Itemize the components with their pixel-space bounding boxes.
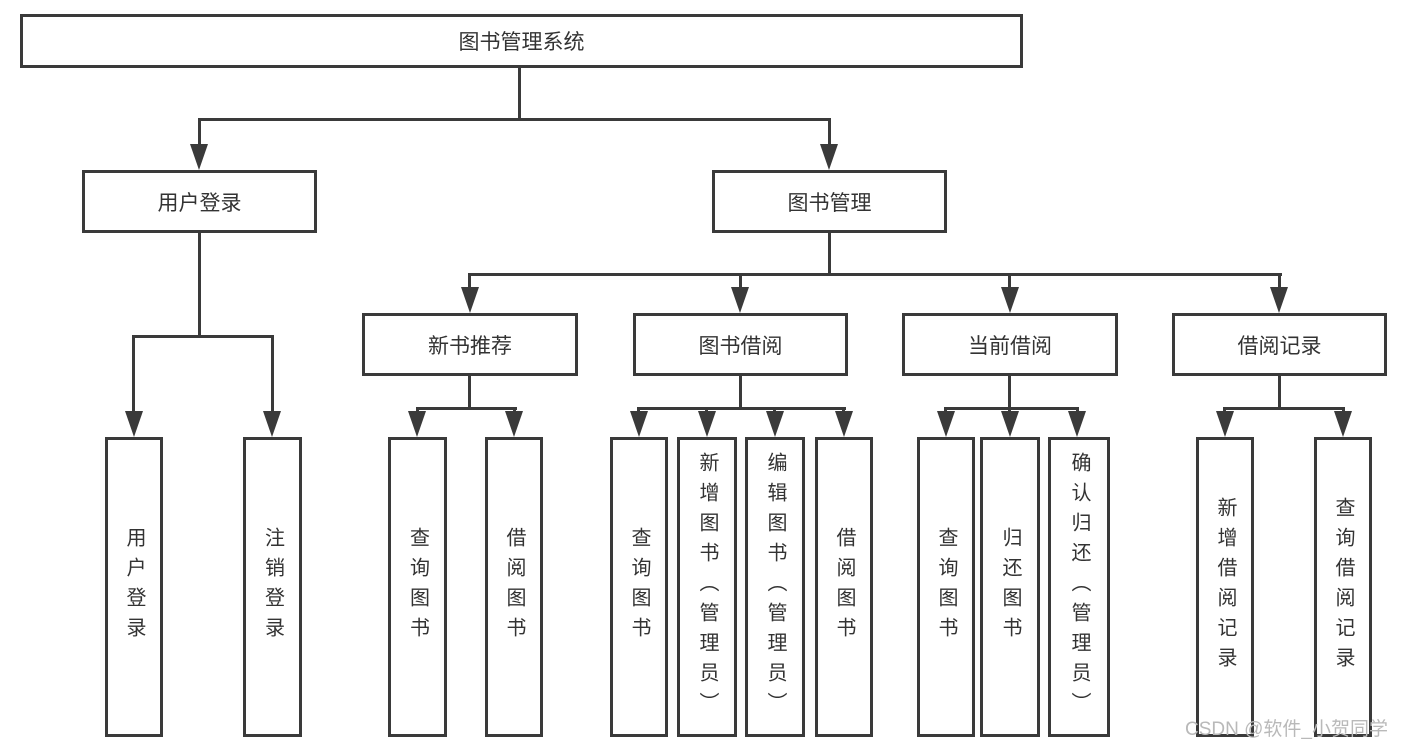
arrowhead-icon: [1334, 411, 1352, 437]
arrowhead-icon: [937, 411, 955, 437]
connector-line: [198, 231, 201, 338]
connector-line: [416, 407, 517, 410]
leaf-query-book-1-label: 查询图书: [406, 527, 429, 647]
connector-line: [132, 335, 274, 338]
node-new-book-recommend-label: 新书推荐: [428, 334, 512, 358]
connector-line: [468, 374, 471, 410]
leaf-return-book: 归还图书: [980, 437, 1040, 737]
leaf-logout: 注销登录: [243, 437, 302, 737]
leaf-add-book-admin-label: 新增图书（管理员）: [696, 452, 718, 722]
leaf-add-borrow-record-label: 新增借阅记录: [1214, 497, 1236, 677]
arrowhead-icon: [505, 411, 523, 437]
node-book-borrow-label: 图书借阅: [698, 334, 783, 358]
arrowhead-icon: [1270, 287, 1288, 313]
connector-line: [944, 407, 1079, 410]
node-borrow-records: 借阅记录: [1172, 313, 1387, 376]
arrowhead-icon: [731, 287, 749, 313]
connector-line: [1278, 374, 1281, 410]
arrowhead-icon: [1001, 411, 1019, 437]
arrowhead-icon: [766, 411, 784, 437]
leaf-confirm-return-admin: 确认归还（管理员）: [1048, 437, 1110, 737]
connector-line: [637, 407, 846, 410]
leaf-confirm-return-admin-label: 确认归还（管理员）: [1068, 452, 1090, 722]
leaf-user-login-label: 用户登录: [123, 527, 145, 647]
arrowhead-icon: [820, 144, 838, 170]
connector-line: [198, 118, 831, 121]
node-user-login: 用户登录: [82, 170, 317, 233]
leaf-user-login: 用户登录: [105, 437, 163, 737]
node-book-management-label: 图书管理: [787, 191, 872, 215]
leaf-query-borrow-record: 查询借阅记录: [1314, 437, 1372, 737]
connector-line: [1223, 407, 1345, 410]
connector-line: [739, 273, 742, 291]
leaf-query-book-3-label: 查询图书: [935, 527, 957, 647]
arrowhead-icon: [125, 411, 143, 437]
arrowhead-icon: [263, 411, 281, 437]
node-new-book-recommend: 新书推荐: [362, 313, 578, 376]
connector-line: [828, 118, 831, 148]
leaf-logout-label: 注销登录: [261, 527, 284, 647]
node-root: 图书管理系统: [20, 14, 1023, 68]
csdn-watermark: CSDN @软件_小贺同学: [1185, 719, 1388, 740]
arrowhead-icon: [1001, 287, 1019, 313]
connector-line: [468, 273, 471, 291]
connector-line: [468, 273, 1282, 276]
connector-line: [518, 66, 521, 121]
leaf-edit-book-admin-label: 编辑图书（管理员）: [764, 452, 786, 722]
arrowhead-icon: [408, 411, 426, 437]
connector-line: [132, 335, 135, 415]
node-borrow-records-label: 借阅记录: [1237, 334, 1322, 358]
node-root-label: 图书管理系统: [458, 31, 585, 54]
connector-line: [271, 335, 274, 415]
leaf-query-book-2: 查询图书: [610, 437, 668, 737]
node-user-login-label: 用户登录: [157, 191, 242, 215]
node-book-management: 图书管理: [712, 170, 947, 233]
leaf-query-book-2-label: 查询图书: [628, 527, 650, 647]
leaf-query-book-1: 查询图书: [388, 437, 447, 737]
arrowhead-icon: [630, 411, 648, 437]
arrowhead-icon: [1216, 411, 1234, 437]
leaf-add-book-admin: 新增图书（管理员）: [677, 437, 737, 737]
leaf-borrow-book-2: 借阅图书: [815, 437, 873, 737]
connector-line: [198, 118, 201, 148]
connector-line: [1008, 374, 1011, 410]
connector-line: [739, 374, 742, 410]
leaf-borrow-book-1-label: 借阅图书: [503, 527, 525, 647]
arrowhead-icon: [190, 144, 208, 170]
arrowhead-icon: [835, 411, 853, 437]
leaf-query-book-3: 查询图书: [917, 437, 975, 737]
arrowhead-icon: [461, 287, 479, 313]
leaf-query-borrow-record-label: 查询借阅记录: [1332, 497, 1354, 677]
leaf-add-borrow-record: 新增借阅记录: [1196, 437, 1254, 737]
node-book-borrow: 图书借阅: [633, 313, 848, 376]
leaf-borrow-book-1: 借阅图书: [485, 437, 543, 737]
node-current-borrow-label: 当前借阅: [968, 334, 1052, 358]
arrowhead-icon: [698, 411, 716, 437]
leaf-borrow-book-2-label: 借阅图书: [833, 527, 855, 647]
connector-line: [1278, 273, 1281, 291]
connector-line: [828, 231, 831, 276]
leaf-edit-book-admin: 编辑图书（管理员）: [745, 437, 805, 737]
node-current-borrow: 当前借阅: [902, 313, 1118, 376]
arrowhead-icon: [1068, 411, 1086, 437]
connector-line: [1008, 273, 1011, 291]
leaf-return-book-label: 归还图书: [999, 527, 1021, 647]
